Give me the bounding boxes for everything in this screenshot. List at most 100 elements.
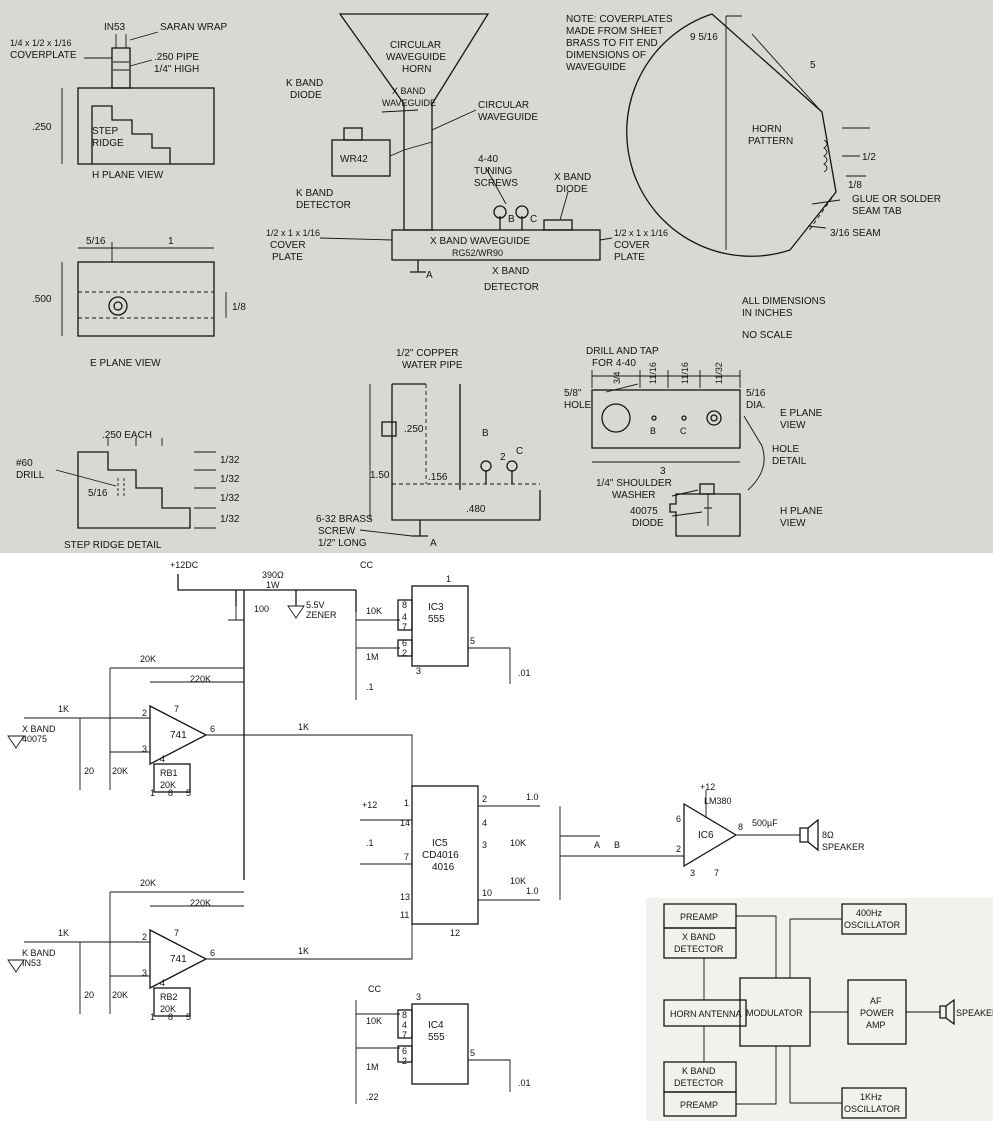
label-tuning-1: 4-40 [478, 154, 498, 165]
pin-8-oa2: 8 [168, 1012, 173, 1022]
label-kdiode-1: K BAND [286, 78, 323, 89]
label-390: 390Ω [262, 570, 284, 580]
label-156: .156 [428, 472, 448, 483]
note-line-3: BRASS TO FIT END [566, 38, 658, 49]
opamp-741-2 [149, 928, 208, 990]
pattern-leaders [807, 199, 841, 229]
label-drill-tap: DRILL AND TAP [586, 346, 659, 357]
ic5-supply-wires [360, 819, 412, 865]
label-c20-b: 20 [84, 990, 94, 1000]
label-screw-b: B [508, 214, 515, 225]
label-c01-a: .1 [366, 682, 374, 692]
label-step-132-1: 1/32 [220, 455, 240, 466]
note-line-2: MADE FROM SHEET [566, 26, 663, 37]
rb1-pot [153, 763, 191, 793]
h-plane-body [77, 87, 215, 165]
label-18: 1/8 [848, 180, 862, 191]
label-c01-b: .01 [518, 668, 531, 678]
label-zener-1: 5.5V [306, 600, 325, 610]
label-cwg-1: CIRCULAR [478, 100, 529, 111]
pin-ic5-13: 13 [400, 892, 410, 902]
label-hole: HOLE [564, 400, 592, 411]
drill-hole [117, 478, 125, 498]
label-rcover-2: COVER [614, 240, 650, 251]
label-xwg-2: WAVEGUIDE [382, 98, 436, 108]
label-block-speaker: SPEAKER [956, 1008, 993, 1018]
label-r20k-c: 20K [140, 878, 156, 888]
block-speaker-icon [939, 998, 955, 1026]
pin-ic5-12: 12 [450, 928, 460, 938]
pipe-screws [485, 470, 513, 484]
label-horn-antenna: HORN ANTENNA [670, 1009, 742, 1019]
label-lcover-1: 1/2 x 1 x 1/16 [266, 228, 320, 238]
screw-a [410, 260, 426, 273]
pin-3b: 3 [416, 992, 421, 1002]
label-r1m-a: 1M [366, 652, 379, 662]
label-xdiode-1: X BAND [554, 172, 591, 183]
screw-b [493, 205, 507, 219]
label-ic4-555: 555 [428, 1032, 445, 1043]
label-rb2-20k: 20K [160, 1004, 176, 1014]
pin-8-oa1: 8 [168, 788, 173, 798]
label-1khz-osc: OSCILLATOR [844, 1104, 901, 1114]
pin-ic5-11: 11 [400, 910, 409, 920]
hole-detail-h-plane [669, 493, 741, 537]
label-space-1132: 11/32 [714, 362, 724, 384]
hole-detail: DRILL AND TAP FOR 4-40 5/8" HOLE 3/4 11/… [564, 346, 823, 537]
label-3: 3 [660, 466, 666, 477]
label-node-a: A [594, 840, 600, 850]
label-480: .480 [466, 504, 486, 515]
label-kdet-1: K BAND [296, 188, 333, 199]
diode-40075 [704, 494, 712, 526]
label-pipe-b: B [482, 428, 489, 439]
dims-line-2: IN INCHES [742, 308, 793, 319]
schematic: +12DC 390Ω 1W 100 5.5V ZENER CC 10K 1M .… [7, 560, 865, 1104]
label-e-plane-view: VIEW [780, 420, 806, 431]
label-ic4: IC4 [428, 1020, 444, 1031]
label-hole-detail-2: DETAIL [772, 456, 807, 467]
label-water-pipe: WATER PIPE [402, 360, 463, 371]
pin-1a: 1 [446, 574, 451, 584]
pipe-view: 1/2" COPPER WATER PIPE .250 1.50 .156 .4… [316, 348, 541, 549]
ic4-pin-block [397, 1009, 413, 1039]
label-space-1116b: 11/16 [680, 362, 690, 384]
label-xwg-box-2: RG52/WR90 [452, 248, 503, 258]
ic4-rc-network [355, 1000, 511, 1104]
pin-1-oa1: 1 [150, 788, 155, 798]
e-plane-hole-inner [113, 301, 123, 311]
pin-7b: 7 [402, 1030, 407, 1040]
pin-3-oa1: 3 [142, 744, 147, 754]
label-screw-1: 6-32 BRASS [316, 514, 373, 525]
label-ridge: RIDGE [92, 138, 124, 149]
hole-spacing-dims [591, 370, 741, 388]
label-pipe-a: A [430, 538, 437, 549]
dims-line-3: NO SCALE [742, 330, 793, 341]
pin-2-oa2: 2 [142, 932, 147, 942]
power-rail [177, 574, 357, 880]
label-modulator: MODULATOR [746, 1008, 803, 1018]
ic3-pin-block-2 [397, 639, 413, 657]
pipe-outline [391, 383, 541, 521]
block-diagram: PREAMP X BAND DETECTOR 400Hz OSCILLATOR … [646, 898, 993, 1121]
speaker-symbol [799, 818, 819, 852]
label-tuning-2: TUNING [474, 166, 513, 177]
opamp-1-wires [24, 667, 413, 786]
ic3-pin5-cap [468, 647, 511, 684]
pin-7-oa1: 7 [174, 704, 179, 714]
cap-100 [228, 606, 244, 621]
pipe-stub [381, 421, 397, 437]
opamp-741-1 [149, 704, 208, 766]
label-horn-2: WAVEGUIDE [386, 52, 446, 63]
pin-ic5-1: 1 [404, 798, 409, 808]
label-12: 1/2 [862, 152, 876, 163]
dims-line-1: ALL DIMENSIONS [742, 296, 826, 307]
label-lcover-2: COVER [270, 240, 306, 251]
label-c1-a: 1.0 [526, 792, 539, 802]
label-v12-b: +12 [362, 800, 377, 810]
e-plane-hole-outer [108, 296, 128, 316]
label-step: STEP [92, 126, 118, 137]
block-horn-antenna [663, 999, 747, 1027]
pin-ic6-8: 8 [738, 822, 743, 832]
ic5-cd4016 [411, 785, 479, 925]
label-r1k-b: 1K [298, 722, 309, 732]
